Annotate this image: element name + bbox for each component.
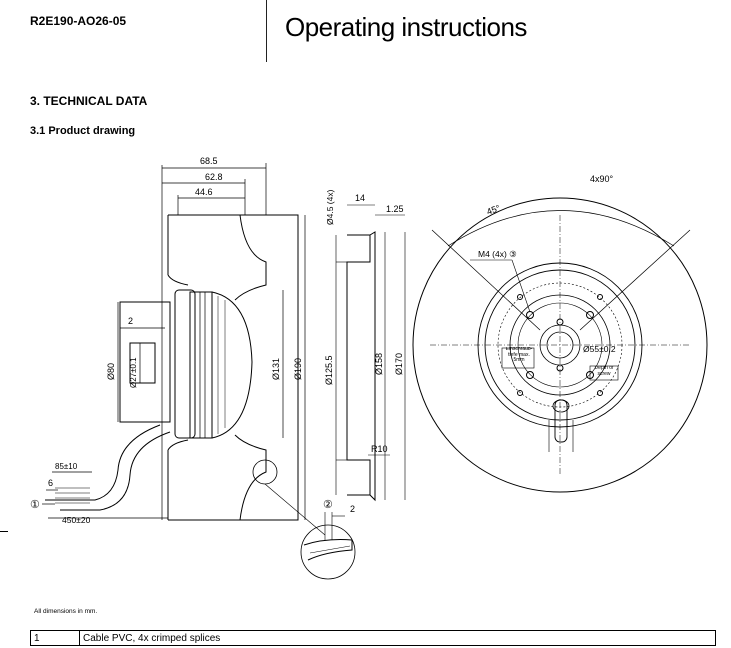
- dimensions-note: All dimensions in mm.: [34, 608, 98, 615]
- document-code: R2E190-AO26-05: [30, 14, 127, 28]
- legend-number: 1: [30, 630, 80, 646]
- detail-dim-2: 2: [350, 504, 355, 514]
- dia-158: Ø158: [374, 353, 384, 375]
- dim-1-25: 1.25: [386, 204, 404, 214]
- screw-label: M4 (4x) ③: [478, 249, 517, 259]
- dia-27: Ø27±0.1: [129, 357, 138, 388]
- dia-80: Ø80: [106, 363, 116, 380]
- product-drawing: 68.5 62.8 44.6 2 Ø80 Ø27±0.1 Ø131 Ø190: [30, 156, 708, 580]
- hole-dia: Ø4.5 (4x): [325, 189, 335, 225]
- dim-14: 14: [355, 193, 365, 203]
- page-title: Operating instructions: [285, 12, 527, 42]
- dia-190: Ø190: [293, 358, 303, 380]
- callout-1: ①: [30, 499, 40, 511]
- section-view: Ø4.5 (4x) 14 1.25 Ø125.5 Ø158 Ø170 R10 ②…: [300, 189, 406, 580]
- cable-length-85: 85±10: [55, 462, 78, 471]
- angle-45: 45°: [485, 203, 502, 217]
- dia-170: Ø170: [394, 353, 404, 375]
- margin-mark: [0, 531, 8, 532]
- front-view: 4x90° 45° M4 (4x) ③ Einschraub-tiefe max…: [412, 174, 708, 493]
- legend-table: 1 Cable PVC, 4x crimped splices: [30, 630, 716, 646]
- side-view: 68.5 62.8 44.6 2 Ø80 Ø27±0.1 Ø131 Ø190: [30, 156, 326, 536]
- callout-2: ②: [323, 499, 333, 511]
- dim-2: 2: [128, 316, 133, 326]
- radius-r10: R10: [371, 444, 388, 454]
- cable-length-450: 450±20: [62, 515, 91, 525]
- dim-44-6: 44.6: [195, 187, 213, 197]
- header-divider: [266, 0, 267, 62]
- dia-131: Ø131: [271, 358, 281, 380]
- dim-62-8: 62.8: [205, 172, 223, 182]
- depth-screw-label: Depth of screw: [594, 366, 614, 377]
- section-heading: 3. TECHNICAL DATA: [30, 94, 148, 108]
- dim-68-5: 68.5: [200, 156, 218, 166]
- subsection-heading: 3.1 Product drawing: [30, 125, 136, 137]
- cable-strip-6: 6: [48, 478, 53, 488]
- legend-text: Cable PVC, 4x crimped splices: [79, 630, 716, 646]
- legend-row: 1 Cable PVC, 4x crimped splices: [30, 630, 716, 646]
- angle-4x90: 4x90°: [590, 174, 614, 184]
- bolt-circle-dia: Ø55±0.2: [583, 344, 616, 354]
- dia-125-5: Ø125.5: [324, 355, 334, 385]
- screw-depth-label: Einschraub-tiefe max. 5mm: [505, 347, 533, 363]
